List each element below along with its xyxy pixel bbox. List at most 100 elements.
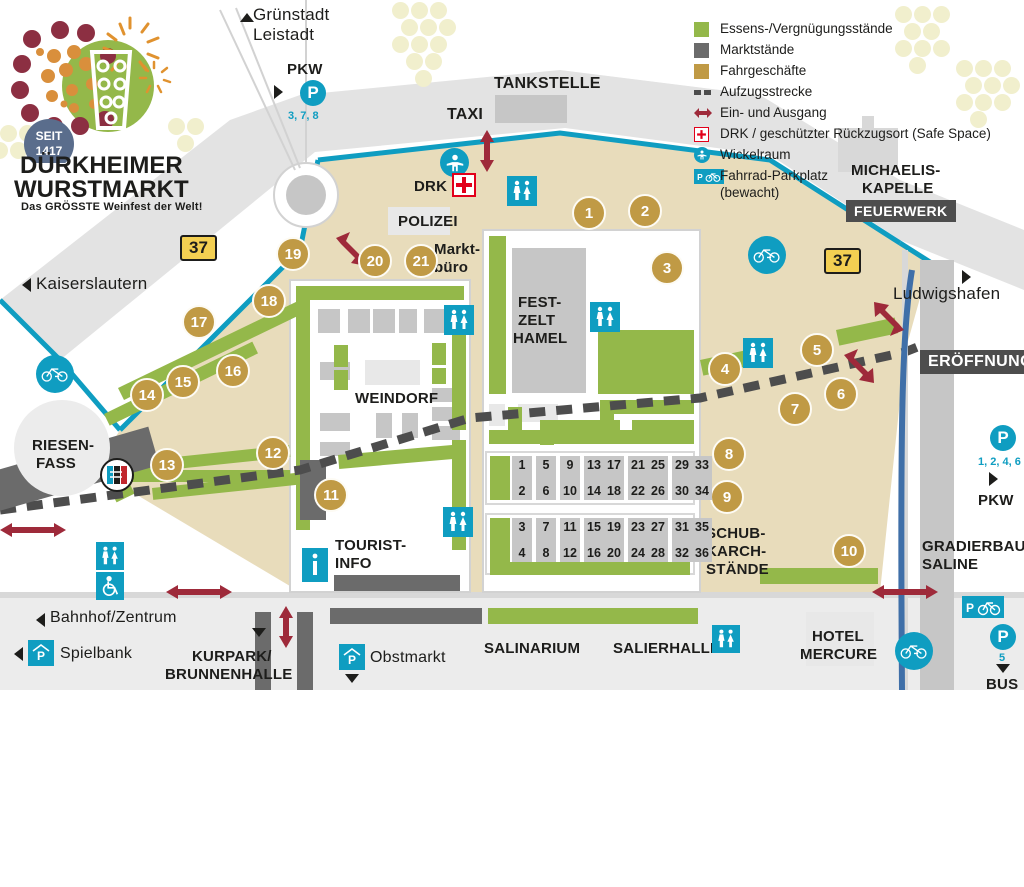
logo-tagline: Das GRÖSSTE Weinfest der Welt! [21,201,203,213]
logo-title-line1: DÜRKHEIMER [20,152,183,179]
info-icon [302,548,328,582]
label-taxi: TAXI [447,106,484,123]
attraction-marker[interactable]: 19 [276,237,310,271]
parking-badge-bus-letter: P [997,627,1009,646]
stand-number: 35 [695,520,709,534]
attraction-marker[interactable]: 8 [712,437,746,471]
stand-number: 14 [587,484,601,498]
label-gradierbau-line1: GRADIERBAU/ [922,538,1024,555]
legend-item: DRK / geschützter Rückzugsort (Safe Spac… [694,125,994,143]
label-schubkarch-line2: KARCH- [706,543,767,560]
arrow-right-ludwigshafen [962,270,971,284]
attraction-marker[interactable]: 3 [650,251,684,285]
stand-number: 20 [607,546,621,560]
stand-number: 12 [563,546,577,560]
arrow-down-bus [996,664,1010,673]
toilet-icon-7 [712,625,740,653]
arrow-up-gruenstadt [240,13,254,22]
logo-seit-line2: 1417 [36,144,63,158]
red-cross-icon [452,173,476,197]
badge-feuerwerk: FEUERWERK [846,200,956,222]
map-canvas[interactable]: Grünstadt Leistadt PKW P 3, 7, 8 Kaisers… [0,0,1024,690]
legend-item-label: Marktstände [720,42,795,57]
stand-column: 13 14 [584,456,604,500]
label-obstmarkt: Obstmarkt [370,649,446,666]
direction-spielbank: Spielbank [60,645,133,662]
attraction-marker[interactable]: 2 [628,194,662,228]
svg-text:P: P [348,653,356,667]
stand-number: 27 [651,520,665,534]
label-pkw-top: PKW [287,61,323,78]
stand-number: 25 [651,458,665,472]
label-kurpark-line1: KURPARK/ [192,648,272,665]
attraction-marker[interactable]: 12 [256,436,290,470]
attraction-marker[interactable]: 6 [824,377,858,411]
attraction-marker[interactable]: 13 [150,448,184,482]
attraction-marker[interactable]: 15 [166,365,200,399]
attraction-marker[interactable]: 7 [778,392,812,426]
label-tourist-line2: INFO [335,555,372,572]
legend-item: Fahrgeschäfte [694,62,994,80]
legend-item-label: Fahrrad-Parkplatz(bewacht) [720,168,829,200]
parking-badge-right-letter: P [997,428,1009,447]
stand-number: 19 [607,520,621,534]
legend-item: Wickelraum [694,146,994,164]
stand-number: 22 [631,484,645,498]
road-badge-37-right: 37 [824,248,861,274]
stand-number: 9 [566,458,574,472]
flag-icon-riesenfass [100,458,134,492]
attraction-marker[interactable]: 1 [572,196,606,230]
arrow-down-obstmarkt [345,674,359,683]
parking-badge-right [990,425,1016,451]
attraction-marker[interactable]: 17 [182,305,216,339]
arrow-left-kaiserslautern [22,278,31,292]
label-schubkarch-line1: SCHUB- [706,525,766,542]
label-riesenfass-line1: RIESEN- [32,437,95,454]
attraction-marker[interactable]: 10 [832,534,866,568]
road-badge-37-left: 37 [180,235,217,261]
attraction-marker[interactable]: 21 [404,244,438,278]
label-tourist-line1: TOURIST- [335,537,407,554]
toilet-icon-3 [590,302,620,332]
stand-number: 24 [631,546,645,560]
stand-number: 18 [607,484,621,498]
stand-number: 34 [695,484,709,498]
direction-kaiserslautern: Kaiserslautern [36,274,148,293]
attraction-marker[interactable]: 4 [708,352,742,386]
label-riesenfass-line2: FASS [36,455,76,472]
attraction-marker[interactable]: 20 [358,244,392,278]
attraction-marker[interactable]: 14 [130,378,164,412]
parking-badge-bus [990,624,1016,650]
stand-number: 8 [542,546,550,560]
attraction-marker[interactable]: 18 [252,284,286,318]
baby-changing-icon [694,146,720,164]
stand-number: 13 [587,458,601,472]
attraction-marker[interactable]: 5 [800,333,834,367]
toilet-icon-4 [743,338,773,368]
label-hotel-line2: MERCURE [800,646,878,663]
attraction-marker[interactable]: 9 [710,480,744,514]
baby-changing-icon [440,148,469,177]
wheelchair-icon [96,572,124,600]
attraction-marker[interactable]: 16 [216,354,250,388]
gold-square [694,62,720,80]
attraction-marker[interactable]: 11 [314,478,348,512]
